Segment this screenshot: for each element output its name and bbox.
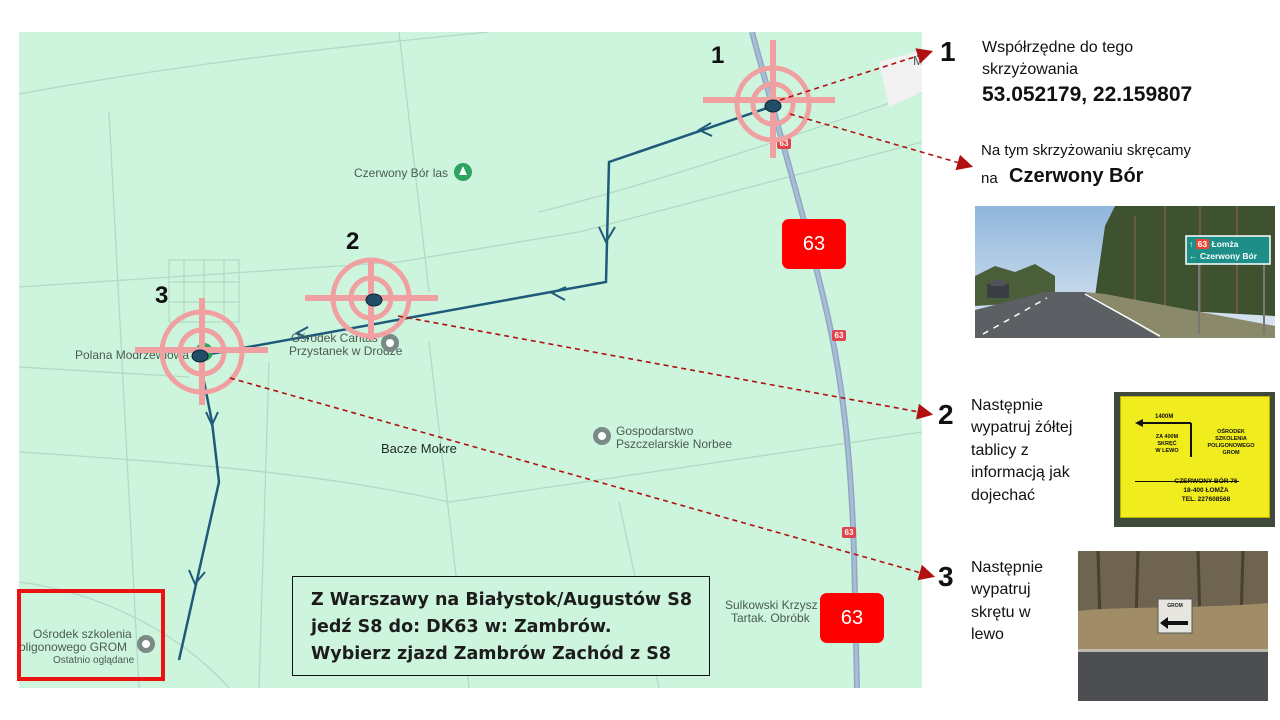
road-shield: 63 xyxy=(842,527,856,538)
sign-road-number: 63 xyxy=(1195,239,1210,249)
step3-text: skrętu w xyxy=(971,604,1031,621)
place-label: oligonowego GROM xyxy=(19,640,128,654)
directions-line: Z Warszawy na Białystok/Augustów S8 xyxy=(311,590,693,610)
place-pin-icon[interactable] xyxy=(381,334,399,352)
sign-text: 18-400 ŁOMŻA xyxy=(1183,487,1229,494)
place-label: Pszczelarskie Norbee xyxy=(616,437,733,451)
step1-text: na xyxy=(981,170,998,187)
step3-text: lewo xyxy=(971,626,1004,643)
place-label: Przystanek w Drodze xyxy=(289,344,403,358)
sign-text: CZERWONY BÓR 76 xyxy=(1174,478,1238,485)
step-label-2: 2 xyxy=(346,228,360,255)
sign-text: POLIGONOWEGO xyxy=(1207,443,1255,449)
place-label: Sulkowski Krzysz xyxy=(725,598,818,612)
step-label-3: 3 xyxy=(155,282,169,309)
coordinates[interactable]: 53.052179, 22.159807 xyxy=(982,83,1193,106)
destination-pin-icon[interactable] xyxy=(137,635,155,653)
village-label: Bacze Mokre xyxy=(381,441,457,456)
step-number-1: 1 xyxy=(940,36,956,67)
sign-text: ZA 400M xyxy=(1155,434,1179,440)
step2-text: dojechać xyxy=(971,487,1036,504)
place-label: Ostatnio oglądane xyxy=(53,655,135,666)
sign-text: Czerwony Bór xyxy=(1199,251,1258,261)
place-label: Ośrodek szkolenia xyxy=(33,627,132,641)
sign-text: 1400M xyxy=(1155,414,1174,420)
place-label: M xyxy=(913,53,922,68)
sign-text: TEL. 227608568 xyxy=(1181,496,1231,503)
sign-text: Łomża xyxy=(1211,239,1239,249)
step3-text: Następnie xyxy=(971,559,1044,576)
step-number-2: 2 xyxy=(938,399,954,430)
place-label: Tartak. Obróbk xyxy=(731,611,810,625)
sign-text: GROM xyxy=(1222,450,1240,456)
sign-text: SKRĘĆ xyxy=(1157,441,1177,447)
photo-turn-sign: GROM xyxy=(1078,551,1268,701)
place-label: Polana Modrzewiowa xyxy=(75,348,190,362)
directions-line: jedź S8 do: DK63 w: Zambrów. xyxy=(311,617,612,637)
destination-highlight-frame xyxy=(17,589,165,681)
step1-text: skrzyżowania xyxy=(982,61,1079,78)
photo-yellow-sign: 1400M ZA 400M SKRĘĆ W LEWO OŚRODEK SZKOL… xyxy=(1114,392,1275,527)
place-pin-icon[interactable] xyxy=(593,427,611,445)
step2-text: informacją jak xyxy=(971,464,1070,481)
road-badge-63-top: 63 xyxy=(782,219,846,269)
sign-text: SZKOLENIA xyxy=(1215,436,1247,442)
directions-box: Z Warszawy na Białystok/Augustów S8 jedź… xyxy=(292,576,710,676)
directions-line: Wybierz zjazd Zambrów Zachód z S8 xyxy=(311,644,672,664)
step1-text: Na tym skrzyżowaniu skręcamy xyxy=(981,142,1192,159)
destination-name: Czerwony Bór xyxy=(1009,165,1144,187)
step-number-3: 3 xyxy=(938,561,954,592)
park-pin-icon[interactable] xyxy=(454,163,472,181)
photo-road-sign: ↑ 63 Łomża ← Czerwony Bór xyxy=(975,206,1275,338)
place-label: Czerwony Bór las xyxy=(354,166,449,180)
sign-text: W LEWO xyxy=(1155,448,1179,454)
step-label-1: 1 xyxy=(711,42,725,69)
step1-text: Współrzędne do tego xyxy=(982,39,1134,56)
step2-text: Następnie xyxy=(971,397,1044,414)
road-shield: 63 xyxy=(832,330,846,341)
road-badge-63-bottom: 63 xyxy=(820,593,884,643)
step2-text: wypatruj żółtej xyxy=(971,419,1073,436)
sign-text: OŚRODEK xyxy=(1217,429,1245,435)
road-shield: 63 xyxy=(777,138,791,149)
park-pin-icon[interactable] xyxy=(195,343,213,361)
sign-text: GROM xyxy=(1167,603,1183,609)
step3-text: wypatruj xyxy=(971,581,1031,598)
step2-text: tablicy z xyxy=(971,442,1029,459)
